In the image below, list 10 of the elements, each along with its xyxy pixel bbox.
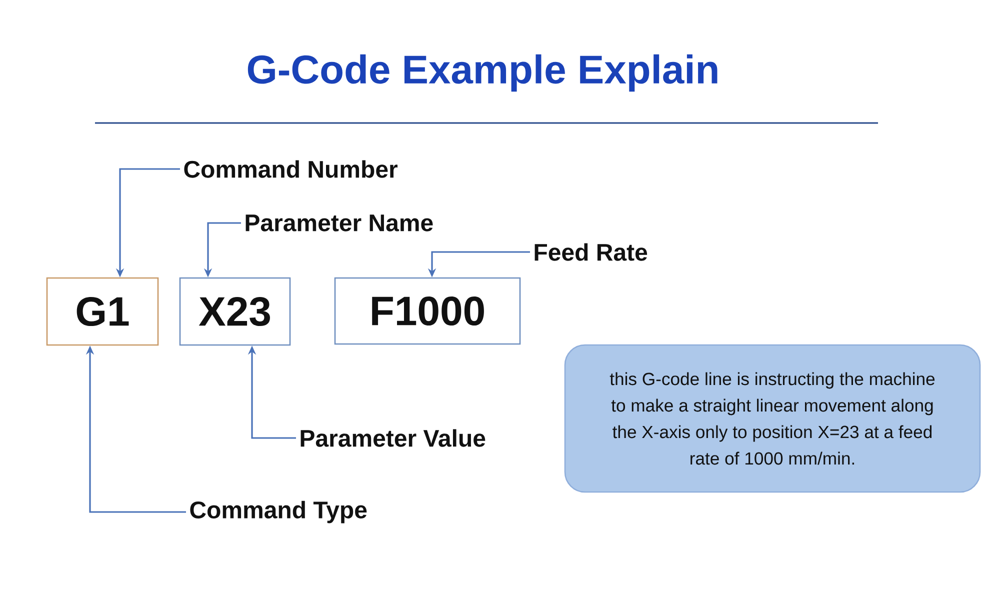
annotation-label: Command Type	[190, 500, 367, 524]
code-box: X23	[179, 277, 291, 346]
annotation-label: Parameter Name	[246, 214, 433, 232]
annotation-label: Feed Rate	[534, 243, 648, 261]
annotation-label: Parameter Value	[300, 429, 486, 447]
code-box: F1000	[334, 277, 521, 345]
title: G-Code Example Explain	[248, 54, 718, 92]
code-box: G1	[46, 277, 159, 346]
annotation-label: Command Number	[184, 160, 398, 178]
explanation-callout: this G-code line is instructing the machine to make a straight linear movement along the X-axis only to position X=23 at a feed rate of 1000 mm/min.	[564, 344, 981, 493]
